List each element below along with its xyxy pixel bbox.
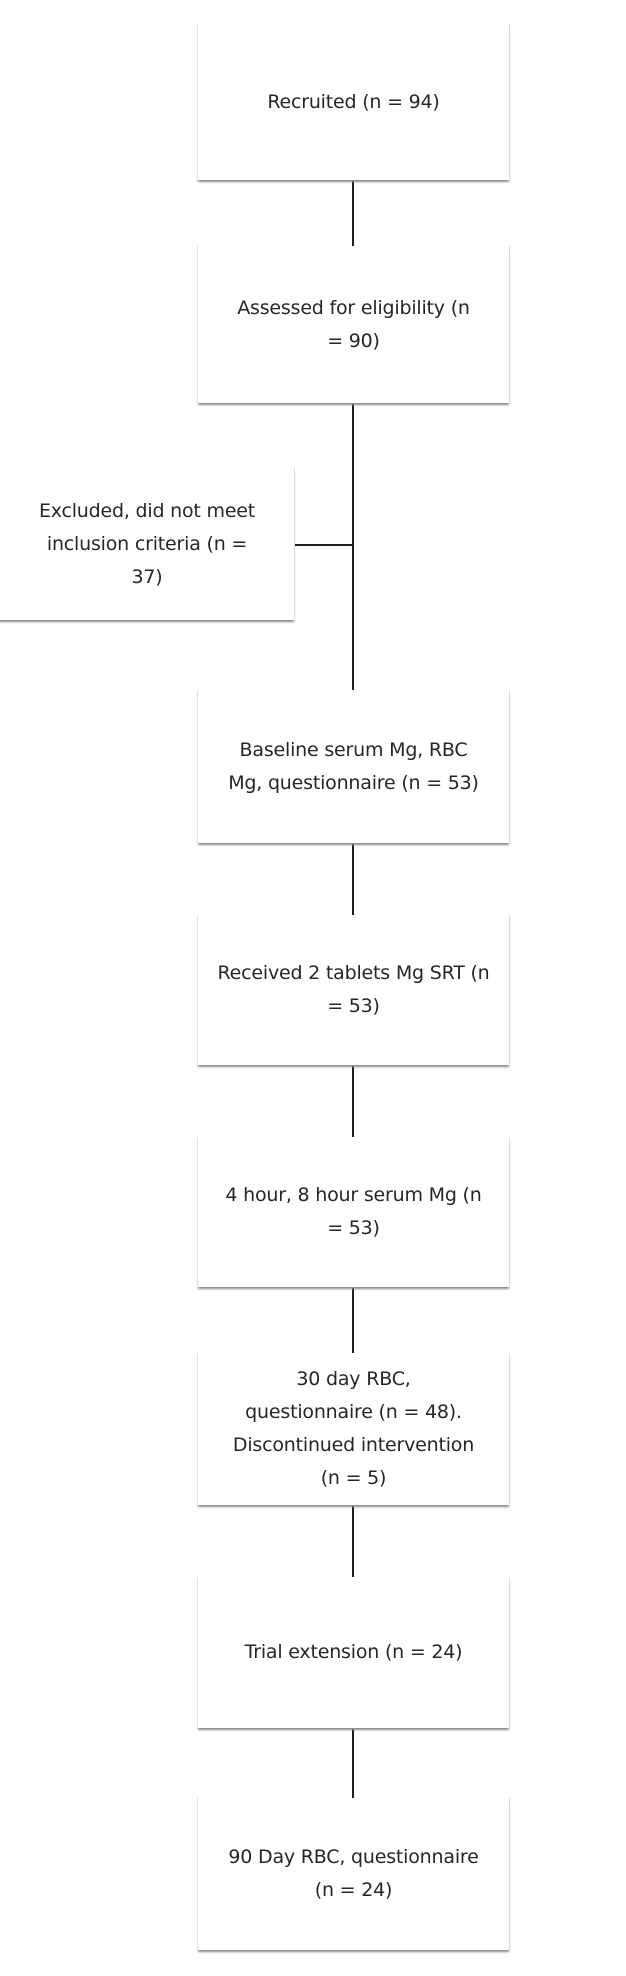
connector-4hour-30day [352, 1288, 354, 1353]
connector-baseline-received [352, 844, 354, 915]
step-trial-extension-label: Trial extension (n = 24) [244, 1641, 463, 1663]
connector-received-4hour [352, 1066, 354, 1137]
connector-30day-trial [352, 1506, 354, 1577]
step-assessed-label: Assessed for eligibility (n = 90) [237, 296, 470, 352]
step-90day-label: 90 Day RBC, questionnaire (n = 24) [228, 1846, 479, 1901]
step-recruited: Recruited (n = 94) [197, 24, 510, 180]
step-baseline: Baseline serum Mg, RBC Mg, questionnaire… [197, 690, 510, 843]
connector-recruited-assessed [352, 181, 354, 246]
step-30day: 30 day RBC, questionnaire (n = 48). Disc… [197, 1353, 510, 1505]
step-excluded: Excluded, did not meet inclusion criteri… [0, 468, 295, 620]
step-baseline-label: Baseline serum Mg, RBC Mg, questionnaire… [228, 738, 479, 794]
step-4hour-8hour-label: 4 hour, 8 hour serum Mg (n = 53) [225, 1184, 482, 1239]
connector-excluded [295, 544, 353, 546]
connector-trial-90day [352, 1729, 354, 1798]
step-30day-label: 30 day RBC, questionnaire (n = 48). Disc… [232, 1368, 475, 1489]
step-received: Received 2 tablets Mg SRT (n = 53) [197, 915, 510, 1065]
step-assessed: Assessed for eligibility (n = 90) [197, 246, 510, 403]
step-trial-extension: Trial extension (n = 24) [197, 1577, 510, 1728]
step-recruited-label: Recruited (n = 94) [267, 90, 440, 113]
connector-assessed-baseline [352, 404, 354, 690]
step-90day: 90 Day RBC, questionnaire (n = 24) [197, 1798, 510, 1950]
step-received-label: Received 2 tablets Mg SRT (n = 53) [217, 962, 490, 1017]
step-excluded-label: Excluded, did not meet inclusion criteri… [38, 499, 256, 588]
step-4hour-8hour: 4 hour, 8 hour serum Mg (n = 53) [197, 1137, 510, 1287]
